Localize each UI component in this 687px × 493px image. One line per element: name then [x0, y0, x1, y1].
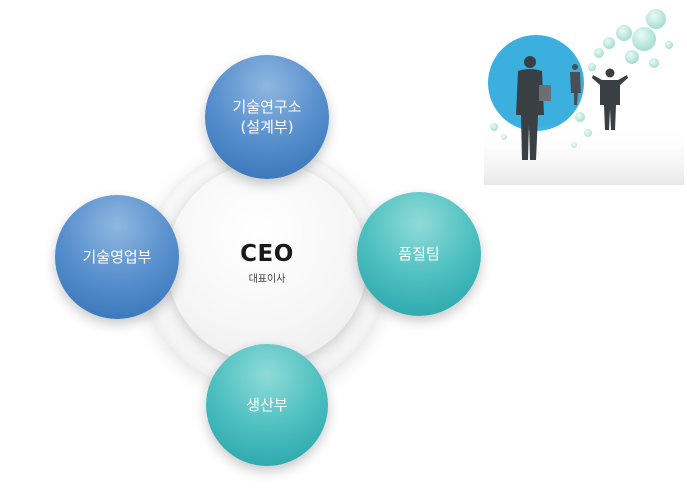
- ceo-subtitle: 대표이사: [248, 274, 286, 285]
- ceo-circle: CEO 대표이사: [167, 163, 367, 363]
- node-quality-team: 품질팀: [357, 192, 481, 316]
- node-tech-sales: 기술영업부: [55, 195, 179, 319]
- bubble-decoration: [490, 9, 673, 148]
- ceo-title: CEO: [240, 241, 294, 267]
- node-research-institute-label: 기술연구소 (설계부): [232, 98, 302, 136]
- node-tech-sales-label: 기술영업부: [82, 248, 152, 266]
- node-production-label: 생산부: [246, 396, 288, 414]
- node-production: 생산부: [206, 344, 328, 466]
- business-people-illustration: [484, 9, 684, 185]
- node-quality-team-label: 품질팀: [398, 245, 440, 263]
- node-research-institute: 기술연구소 (설계부): [205, 55, 329, 179]
- businessman-silhouette: [516, 56, 551, 160]
